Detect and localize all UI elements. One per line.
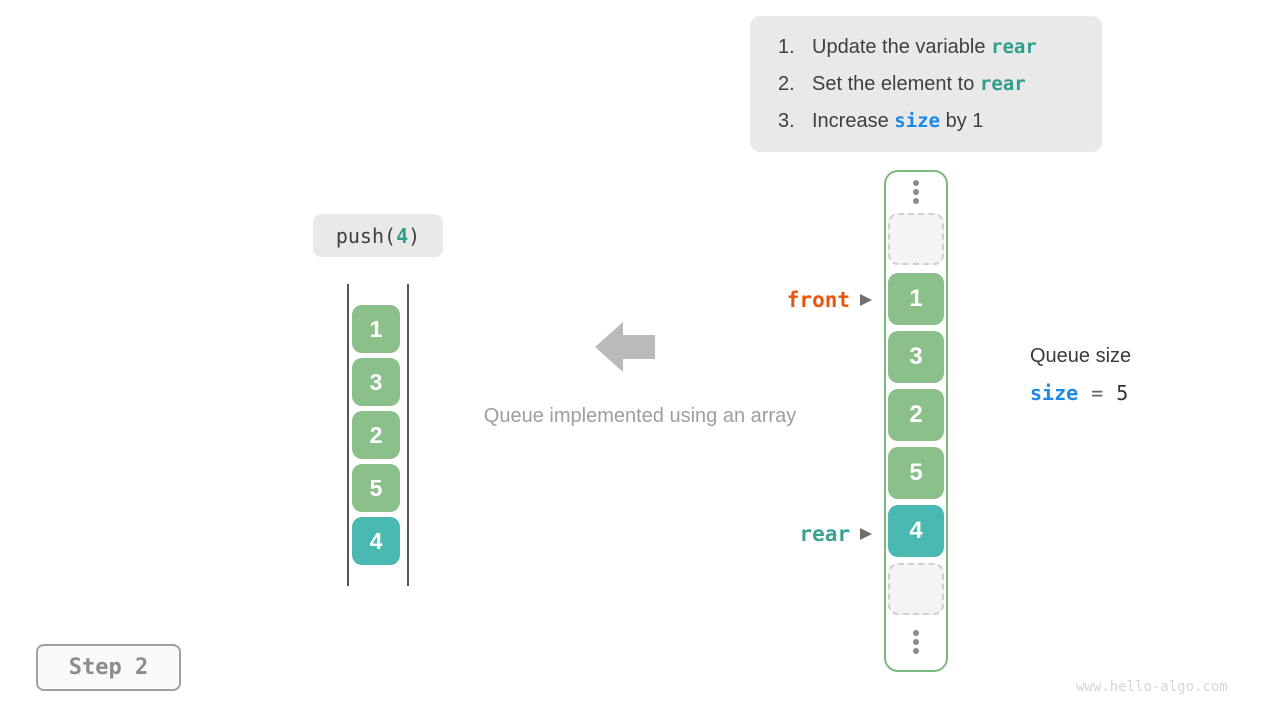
size-variable: size: [1030, 381, 1079, 405]
instruction-item: 3. Increase size by 1: [778, 110, 1082, 132]
array-cell-empty: [888, 563, 944, 615]
watermark: www.hello-algo.com: [1076, 679, 1228, 695]
instruction-item: 2. Set the element to rear: [778, 73, 1082, 95]
array-container: 1 3 2 5 4: [884, 170, 948, 672]
ellipsis-top-icon: [886, 180, 946, 204]
stack-left-wall: [347, 284, 349, 586]
instruction-prefix: Increase: [812, 110, 895, 132]
instruction-prefix: Update the variable: [812, 36, 992, 58]
diagram-caption: Queue implemented using an array: [483, 405, 797, 427]
queue-size-title: Queue size: [1030, 345, 1132, 367]
instructions-panel: 1. Update the variable rear 2. Set the e…: [750, 16, 1102, 152]
front-pointer-label: front: [786, 288, 850, 312]
array-cell-rear: 4: [888, 505, 944, 557]
instruction-item: 1. Update the variable rear: [778, 36, 1082, 58]
push-argument: 4: [396, 223, 409, 248]
instruction-text: Increase size by 1: [812, 110, 983, 132]
instruction-number: 1.: [778, 36, 795, 58]
rear-pointer-label: rear: [799, 522, 850, 546]
push-suffix: ): [408, 223, 421, 248]
code-token-size: size: [894, 110, 941, 132]
queue-size-value-line: size = 5: [1030, 381, 1128, 405]
front-pointer: front: [752, 288, 872, 312]
ellipsis-bottom-icon: [886, 630, 946, 654]
equals-sign: =: [1091, 381, 1104, 405]
rear-pointer: rear: [752, 522, 872, 546]
array-cell: 2: [888, 389, 944, 441]
array-cell: 5: [888, 447, 944, 499]
size-value: 5: [1116, 381, 1129, 405]
rear-pointer-arrow-icon: [860, 528, 872, 540]
stack-cell-new: 4: [352, 517, 400, 565]
stack-cell: 5: [352, 464, 400, 512]
push-prefix: push(: [335, 223, 397, 248]
step-badge: Step 2: [36, 644, 181, 691]
array-cell: 3: [888, 331, 944, 383]
instruction-prefix: Set the element to: [812, 73, 980, 95]
stack-right-wall: [407, 284, 409, 586]
stack-cell: 3: [352, 358, 400, 406]
instruction-text: Update the variable rear: [812, 36, 1037, 58]
instruction-number: 2.: [778, 73, 795, 95]
array-cell-empty: [888, 213, 944, 265]
front-pointer-arrow-icon: [860, 294, 872, 306]
instruction-suffix: by 1: [940, 110, 984, 132]
instruction-number: 3.: [778, 110, 795, 132]
code-token-rear: rear: [991, 36, 1037, 58]
instruction-text: Set the element to rear: [812, 73, 1026, 95]
array-cell-front: 1: [888, 273, 944, 325]
push-operation-label: push(4): [313, 214, 443, 257]
code-token-rear: rear: [979, 73, 1026, 95]
stack-cell: 1: [352, 305, 400, 353]
stack-cell: 2: [352, 411, 400, 459]
arrow-left-icon: [595, 322, 655, 372]
